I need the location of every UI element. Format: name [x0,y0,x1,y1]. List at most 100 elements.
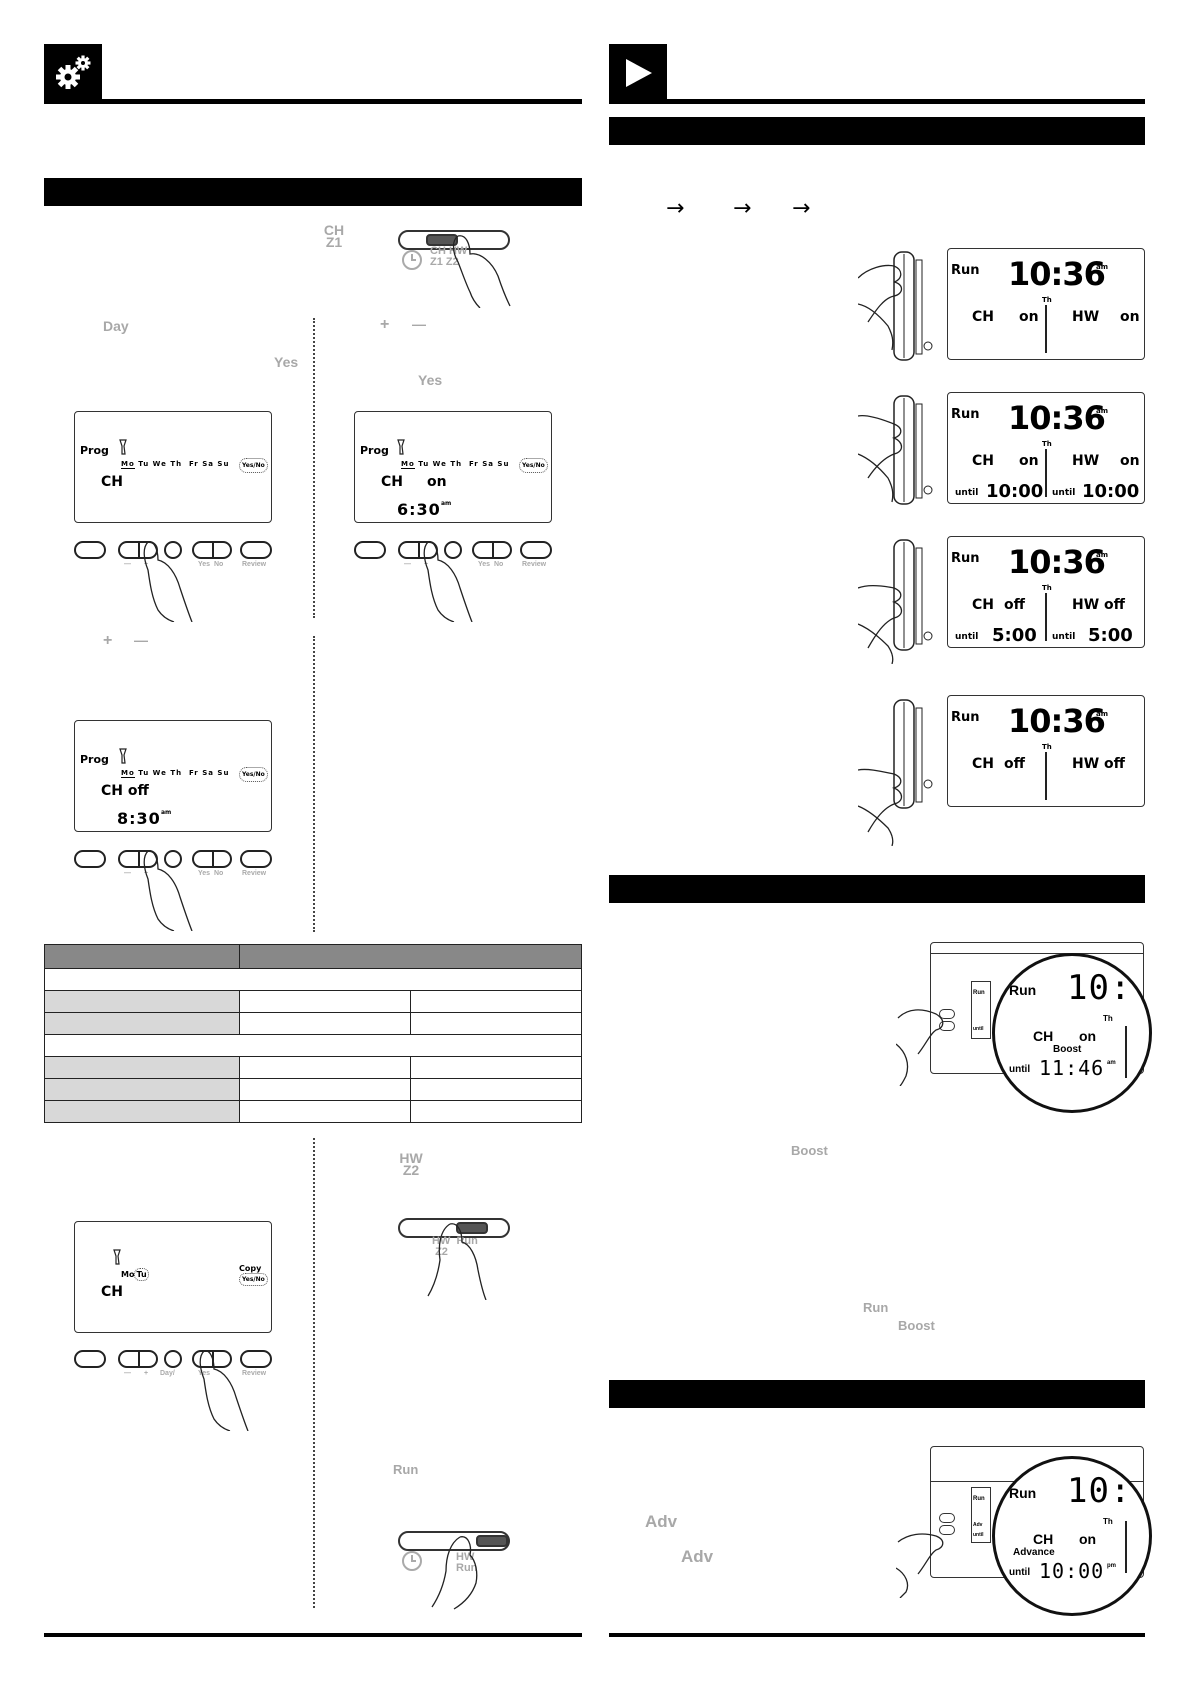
day-label: Th [1042,296,1052,304]
center-divider [1045,305,1047,353]
day-button[interactable] [444,541,462,559]
day-button-label: Day [103,318,129,334]
hand-icon [427,1223,487,1300]
table-group-row [44,1034,582,1057]
minus-plus-button[interactable] [118,1350,158,1368]
menu-button[interactable] [74,541,106,559]
day-label: Th [1042,584,1052,592]
review-label: Review [522,561,547,568]
review-button[interactable] [240,850,272,868]
ch-label: CH [101,474,123,490]
yes-no-button[interactable] [192,850,232,868]
arrow-right-icon: → [733,196,752,221]
table-header-cell [239,944,582,969]
run-label: Run [1009,1485,1037,1501]
table-cell [410,990,582,1013]
minus-label: — [124,870,131,877]
menu-button[interactable] [74,850,106,868]
review-button[interactable] [520,541,552,559]
mode-slider-2[interactable] [398,1218,510,1238]
button-row-a: — + Yes No Review [74,541,274,568]
run-label: Run [951,407,980,422]
lcd-prog-on: Prog Mo Tu We Th Fr Sa Su CH on 6:30 am … [354,411,552,523]
table-cell [44,1078,240,1101]
table-cell [44,1100,240,1123]
until-time: 11:46 [1039,1056,1105,1080]
right-section-bar-1 [609,117,1145,145]
small-adv-label: Adv [973,1522,983,1528]
boost-button[interactable] [939,1513,955,1523]
dotted-divider [313,636,315,932]
minus-label: — [124,561,131,568]
yes-label: Yes [198,561,211,568]
ch-state: on [1019,453,1039,469]
review-button[interactable] [240,541,272,559]
program-table [44,944,582,1123]
copy-label: Copy [239,1264,262,1273]
menu-button[interactable] [74,1350,106,1368]
advance-button[interactable] [939,1525,955,1535]
yes-label: Yes [198,870,211,877]
day-label: Day/ [160,1370,175,1377]
slider-knob[interactable] [476,1535,508,1547]
on-label: on [1079,1028,1097,1044]
review-button[interactable] [240,1350,272,1368]
hw-z2-label: HW Z2 [399,1151,423,1177]
until-time: 10:00 [986,481,1044,502]
day-button[interactable] [164,541,182,559]
right-header-rule [609,99,1145,104]
center-divider [1045,449,1047,497]
mode-slider-3[interactable] [398,1531,510,1551]
yes-no-button[interactable] [192,541,232,559]
prog-label: Prog [80,444,109,457]
day-label: Th [1042,440,1052,448]
table-cell [410,1100,582,1123]
day-button[interactable] [164,1350,182,1368]
hand-icon [431,1536,478,1610]
ampm: am [1096,407,1109,415]
run-label: Run [951,710,980,725]
arrow-right-icon: → [792,196,811,221]
day-button[interactable] [164,850,182,868]
run-screen-2: Run 10:36 am Th CH on HW on until 10:00 … [947,392,1145,504]
center-divider [1125,1026,1127,1078]
table-row [44,1012,582,1035]
clock-time: 10:36 [1008,255,1106,293]
right-section-bar-advance [609,1380,1145,1408]
hw-state: off [1104,756,1125,772]
left-section-bar-1 [44,178,582,206]
minus-label: — [134,632,148,648]
review-label: Review [242,561,267,568]
until-label: until [1052,632,1076,642]
boost-label: Boost [1053,1044,1082,1055]
advance-button[interactable] [939,1021,955,1031]
no-label: No [494,561,504,568]
boost-button[interactable] [939,1009,955,1019]
ch-state: off [1004,756,1025,772]
plus-label: + [144,1370,149,1377]
hw-state: on [1120,453,1140,469]
device-side-with-hand [858,539,933,664]
run-screen-4: Run 10:36 am Th CH off HW off [947,695,1145,807]
yes-no-button[interactable] [472,541,512,559]
day-row: Mo Tu We Th Fr Sa Su [121,769,230,778]
wrench-icon [397,439,405,455]
run-header-icon [609,44,667,102]
minus-label: — [124,1370,131,1377]
hand-icon [452,235,511,308]
until-time: 5:00 [1088,625,1133,646]
hw-state: off [1104,597,1125,613]
slider-knob[interactable] [456,1222,488,1234]
dotted-divider [313,1138,315,1608]
hw-label: HW [1072,453,1100,469]
slider-knob[interactable] [426,234,458,246]
wrench-icon [119,439,127,455]
small-lcd: Run Adv until [971,1487,991,1543]
run-label: Run [951,263,980,278]
menu-button[interactable] [354,541,386,559]
on-label: on [1079,1531,1097,1547]
button-row-c: — + Yes No Review [74,850,274,877]
time-display: 8:30 [117,809,161,828]
